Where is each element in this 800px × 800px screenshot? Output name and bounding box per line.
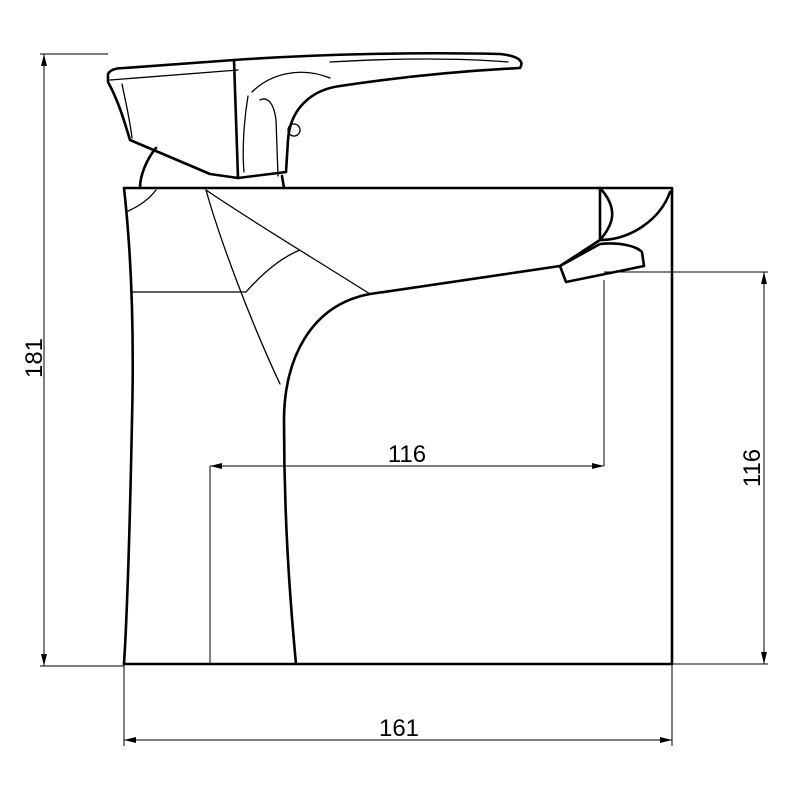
spout-aerator xyxy=(558,242,646,284)
dimension-total-height: 181 xyxy=(21,53,124,667)
arrow-right xyxy=(592,463,604,469)
facet-line-curve xyxy=(205,189,371,295)
label-spout-height: 116 xyxy=(739,449,766,487)
facet-line-diagonal xyxy=(205,189,281,385)
lever-handle xyxy=(106,51,523,190)
label-spout-reach: 116 xyxy=(388,441,426,468)
arrow-right-width xyxy=(660,737,672,743)
handle-face-line xyxy=(121,83,133,139)
handle-base-right xyxy=(280,174,286,190)
dimension-spout-reach: 116 xyxy=(209,280,605,664)
dimension-spout-height: 116 xyxy=(604,271,768,665)
lever-tip-line xyxy=(329,58,509,63)
lever-front-curve xyxy=(242,95,249,173)
dimension-base-width: 161 xyxy=(123,664,673,746)
lever-neck-curve xyxy=(259,98,279,177)
handle-lever xyxy=(232,51,523,180)
facet-line-mid xyxy=(245,249,301,293)
arrow-left-width xyxy=(124,737,136,743)
arrow-down-spout xyxy=(761,652,767,664)
arrow-up-spout xyxy=(761,272,767,284)
arrow-up xyxy=(41,54,47,66)
handle-inner-line xyxy=(109,69,239,81)
body-right-curve xyxy=(598,186,672,242)
label-total-height: 181 xyxy=(21,338,48,378)
aerator-outline xyxy=(558,242,646,284)
lever-inner-curve xyxy=(251,71,331,93)
left-bevel xyxy=(125,189,157,213)
body-left-edge xyxy=(122,186,135,666)
arrow-left xyxy=(210,463,222,469)
body-outline xyxy=(122,186,674,666)
label-base-width: 161 xyxy=(379,715,419,742)
faucet-body xyxy=(122,186,674,666)
lever-pivot xyxy=(287,123,301,137)
arrow-down xyxy=(41,654,47,666)
handle-cap xyxy=(106,58,240,180)
handle-base xyxy=(138,146,158,190)
